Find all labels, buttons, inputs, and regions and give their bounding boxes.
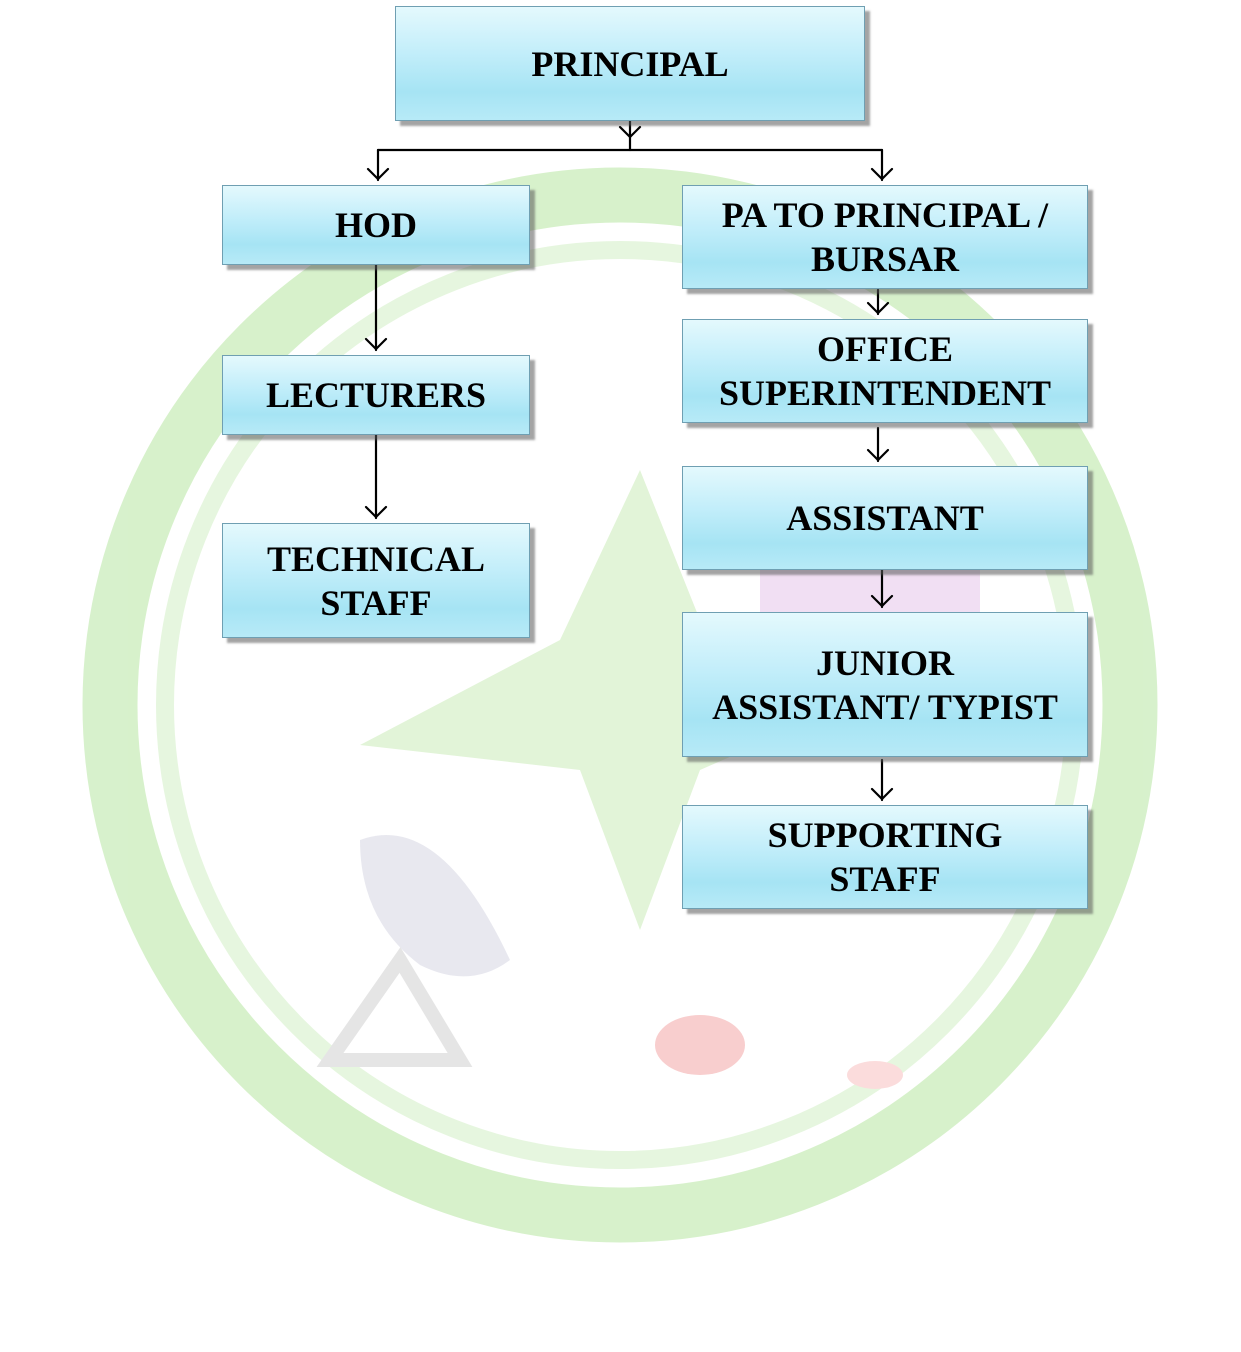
node-assistant-label: ASSISTANT <box>786 498 984 538</box>
purple-emblem <box>760 560 980 620</box>
node-principal-label: PRINCIPAL <box>531 43 729 84</box>
node-lecturers-label: LECTURERS <box>265 375 487 415</box>
node-supporting-staff: SUPPORTING STAFF <box>682 805 1088 909</box>
arrow-head-pa <box>870 167 894 181</box>
satellite-dish-stand <box>316 947 473 1067</box>
node-principal: PRINCIPAL <box>395 6 865 121</box>
node-junior-assistant-typist-label: JUNIOR ASSISTANT/ TYPIST <box>712 642 1058 727</box>
red-emblem <box>655 1015 745 1075</box>
node-hod: HOD <box>222 185 530 265</box>
arrow-head-lecturers <box>364 337 388 351</box>
node-technical-staff: TECHNICAL STAFF <box>222 523 530 638</box>
satellite-dish-icon <box>360 835 510 977</box>
arrow-head-technical <box>364 505 388 519</box>
arrow-head-office <box>866 301 890 315</box>
arrow-head-hod <box>366 167 390 181</box>
gear-emblem <box>82 167 1158 1243</box>
node-assistant: ASSISTANT <box>682 466 1088 570</box>
node-lecturers: LECTURERS <box>222 355 530 435</box>
arrow-head-junior <box>870 594 894 608</box>
arrow-head-supporting <box>870 787 894 801</box>
star-emblem <box>360 470 860 930</box>
node-supporting-staff-label: SUPPORTING STAFF <box>767 815 1003 899</box>
node-technical-staff-label: TECHNICAL STAFF <box>266 538 486 623</box>
node-hod-label: HOD <box>334 205 417 245</box>
node-pa-to-principal-bursar: PA TO PRINCIPAL / BURSAR <box>682 185 1088 289</box>
arrow-head-principal <box>618 125 642 139</box>
node-junior-assistant-typist: JUNIOR ASSISTANT/ TYPIST <box>682 612 1088 757</box>
node-pa-to-principal-bursar-label: PA TO PRINCIPAL / BURSAR <box>721 195 1049 279</box>
arrow-head-assistant <box>866 448 890 462</box>
red-emblem-small <box>847 1061 903 1089</box>
node-office-superintendent: OFFICE SUPERINTENDENT <box>682 319 1088 423</box>
node-office-superintendent-label: OFFICE SUPERINTENDENT <box>718 329 1052 413</box>
